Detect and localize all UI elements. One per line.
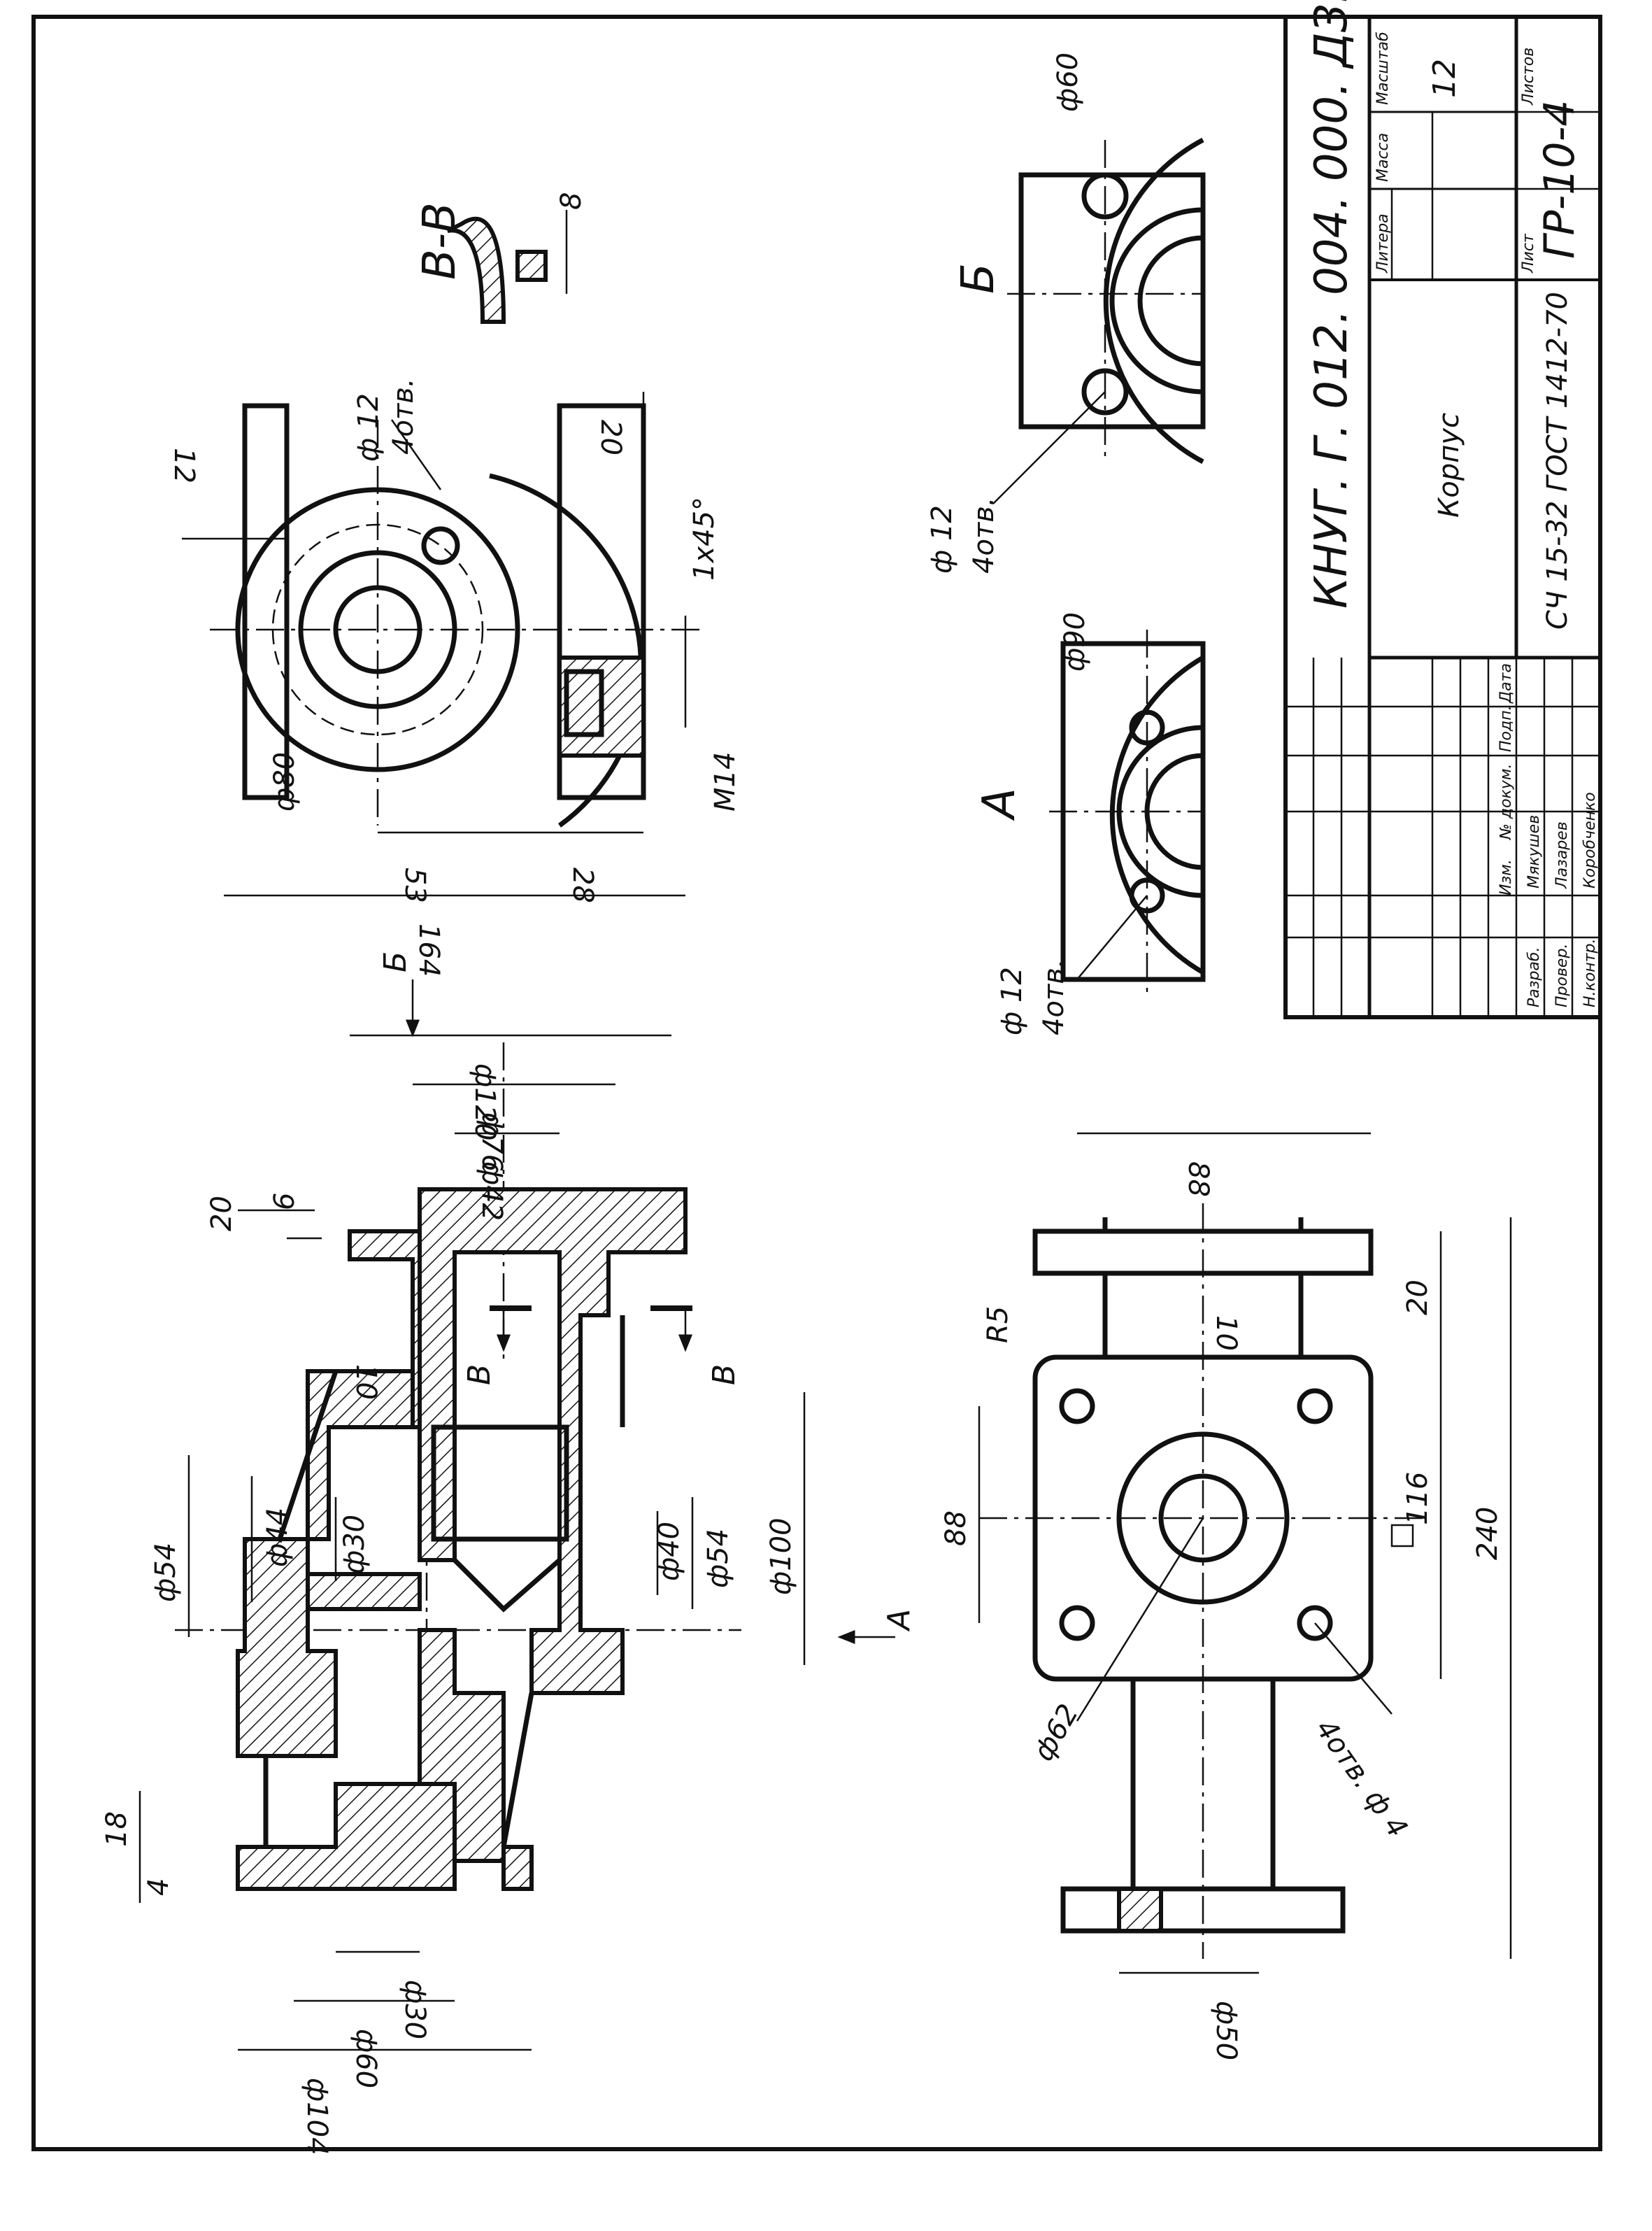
sheets-label: Листов xyxy=(1520,48,1537,106)
dim-bb4otv: 4отв. xyxy=(968,497,1000,574)
dim-a4otv: 4отв. xyxy=(1038,958,1070,1035)
dim-d54-top: ф54 xyxy=(150,1543,182,1602)
dim-d60: ф60 xyxy=(350,2029,382,2088)
dim-b4otv: 4отв. ф 4 xyxy=(1309,1713,1414,1843)
dim-d30-bot: ф30 xyxy=(399,1980,431,2039)
dim-s12h: ф 12 xyxy=(353,393,385,462)
dim-b116: 116 xyxy=(1402,1472,1434,1525)
scale-label: Масштаб xyxy=(1374,31,1392,105)
dim-d10: 10 xyxy=(350,1364,382,1400)
dim-d6: 6 xyxy=(269,1193,301,1210)
count-value-text: 12 xyxy=(1427,59,1462,98)
section-vv-title: В-В xyxy=(414,202,466,280)
dim-b88a: 88 xyxy=(1182,1161,1214,1197)
col-data: Дата xyxy=(1497,663,1515,704)
sheet-code-text: ГР-10-4 xyxy=(1535,100,1584,259)
dim-b62: ф62 xyxy=(1027,1699,1085,1766)
dim-d76: ф76 xyxy=(476,1112,508,1172)
dim-d18: 18 xyxy=(101,1811,133,1847)
arrow-label-b: Б xyxy=(378,951,413,972)
dim-b240: 240 xyxy=(1472,1507,1504,1560)
dim-a12: ф 12 xyxy=(996,967,1028,1035)
row-role-2: Н.контр. xyxy=(1581,939,1599,1007)
dim-d54-mid: ф54 xyxy=(702,1529,734,1588)
dim-b20: 20 xyxy=(1402,1280,1434,1315)
dim-s20: 20 xyxy=(594,420,627,455)
row-role-0: Разраб. xyxy=(1525,947,1543,1007)
dim-d30-top: ф30 xyxy=(339,1515,371,1574)
dim-d4: 4 xyxy=(143,1878,175,1896)
cut-label-v1: В xyxy=(462,1364,497,1385)
part-name-text: Корпус xyxy=(1433,413,1465,518)
dim-bb12: ф 12 xyxy=(926,505,958,574)
dim-s1x45: 1х45° xyxy=(688,497,720,581)
dim-b10: 10 xyxy=(1210,1315,1242,1351)
view-b-title: Б xyxy=(953,263,1004,294)
sheet-frame xyxy=(31,15,1602,2151)
col-podp: Подп. xyxy=(1497,705,1515,752)
section-vv: В-В 8 xyxy=(414,192,588,324)
dim-bR5: R5 xyxy=(982,1306,1014,1343)
mass-label: Масса xyxy=(1374,133,1392,182)
dim-d20: 20 xyxy=(206,1196,238,1231)
dim-s80: ф80 xyxy=(269,752,301,812)
dim-bb60: ф60 xyxy=(1052,52,1084,112)
dim-d104: ф104 xyxy=(301,2078,333,2155)
dim-d40: ф40 xyxy=(653,1522,685,1581)
dim-b50: ф50 xyxy=(1210,2001,1242,2060)
cut-label-v2: В xyxy=(706,1364,742,1385)
designation-text: КНУГ. Г. 012. 004. 000. ДЗ. xyxy=(1306,0,1358,609)
view-b: Б ф 12 4отв. ф60 xyxy=(926,52,1206,574)
row-role-1: Провер. xyxy=(1553,944,1571,1007)
dim-sv8: 8 xyxy=(555,192,588,210)
dim-sM14: M14 xyxy=(709,752,741,812)
col-izm: Изм. xyxy=(1497,859,1515,895)
dim-d120: ф120 xyxy=(469,1063,501,1141)
plan-view: 88 88 R5 20 10 116 240 ф62 4отв. ф 4 ф50 xyxy=(940,1132,1512,2060)
view-a-title: А xyxy=(974,788,1025,821)
dim-b88b: 88 xyxy=(940,1510,972,1546)
view-a: А ф 12 4отв. ф90 xyxy=(974,612,1206,1035)
dim-s53: 53 xyxy=(399,867,431,903)
row-name-2: Коробченко xyxy=(1581,792,1599,888)
dim-d42: ф42 xyxy=(476,1161,508,1221)
dim-d100: ф100 xyxy=(765,1517,797,1595)
title-block: КНУГ. Г. 012. 004. 000. ДЗ. Корпус СЧ 15… xyxy=(1283,0,1602,1019)
dim-s164: 164 xyxy=(413,923,445,977)
arrow-label-a: А xyxy=(881,1609,917,1632)
main-section-view: В В А Б ф54 ф44 ф30 ф40 ф54 ф100 18 4 ф3… xyxy=(101,951,917,2155)
row-name-1: Лазарев xyxy=(1553,821,1571,889)
side-view: 12 20 53 28 164 ф80 ф 12 4отв. M14 1х45° xyxy=(168,378,741,977)
dim-s28: 28 xyxy=(567,867,599,903)
dim-s4otv: 4отв. xyxy=(387,378,420,455)
col-doc: № докум. xyxy=(1497,764,1515,840)
lit-label: Литера xyxy=(1374,213,1392,274)
dim-d44: ф44 xyxy=(262,1508,294,1567)
row-name-0: Мякушев xyxy=(1525,815,1543,888)
sheet-label: Лист xyxy=(1520,233,1537,274)
dim-s12: 12 xyxy=(168,448,200,483)
material-text: СЧ 15-32 ГОСТ 1412-70 xyxy=(1541,292,1574,630)
dim-a90: ф90 xyxy=(1059,612,1091,672)
